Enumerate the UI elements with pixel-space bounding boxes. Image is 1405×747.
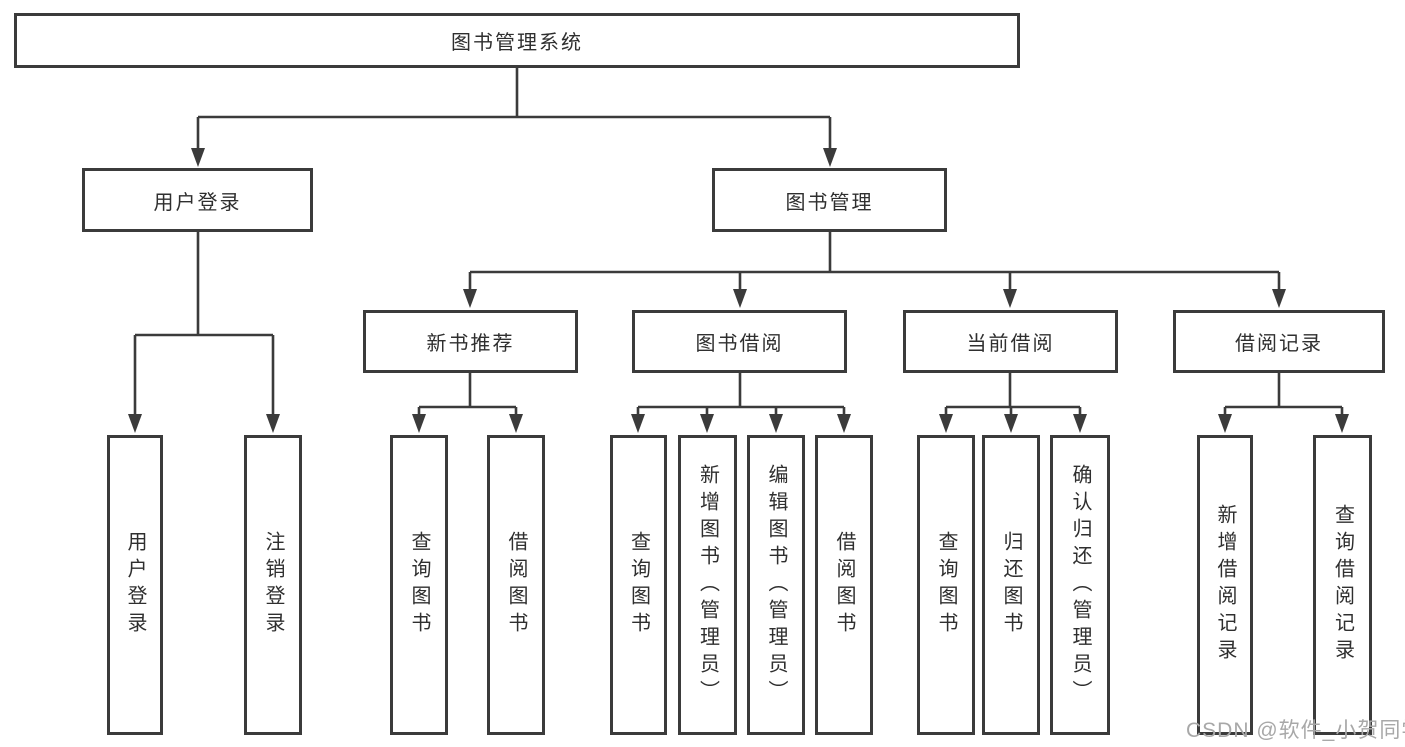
leaf-br-query-record: 查询借阅记录 (1313, 435, 1372, 735)
node-new-book-recommend-label: 新书推荐 (426, 333, 515, 355)
arrowhead-icon (1073, 414, 1087, 433)
leaf-bb-borrow-books-label: 借阅图书 (833, 531, 855, 639)
leaf-cb-confirm-return-admin: 确认归还（管理员） (1050, 435, 1110, 735)
node-borrow-records-label: 借阅记录 (1235, 333, 1323, 355)
leaf-br-add-record: 新增借阅记录 (1197, 435, 1253, 735)
connector (419, 371, 516, 409)
node-root-label: 图书管理系统 (451, 32, 583, 54)
leaf-br-add-record-label: 新增借阅记录 (1214, 504, 1236, 666)
connector (470, 230, 1279, 274)
arrowhead-icon (191, 148, 205, 167)
arrowhead-icon (266, 414, 280, 433)
arrowhead-icon (1218, 414, 1232, 433)
arrowhead-icon (412, 414, 426, 433)
connector (1225, 371, 1342, 409)
arrowhead-icon (631, 414, 645, 433)
leaf-cb-return-books-label: 归还图书 (1000, 531, 1022, 639)
node-book-management-label: 图书管理 (785, 191, 874, 214)
node-book-management: 图书管理 (712, 168, 947, 232)
node-book-borrow: 图书借阅 (632, 310, 847, 373)
leaf-nb-query-books: 查询图书 (390, 435, 448, 735)
node-current-borrow: 当前借阅 (903, 310, 1118, 373)
csdn-watermark: CSDN @软件_小贺同学 (1186, 719, 1405, 742)
leaf-logout-label: 注销登录 (262, 531, 284, 639)
arrowhead-icon (1003, 289, 1017, 308)
leaf-cb-return-books: 归还图书 (982, 435, 1040, 735)
node-new-book-recommend: 新书推荐 (363, 310, 578, 373)
leaf-cb-query-books-label: 查询图书 (935, 531, 957, 639)
arrowhead-icon (769, 414, 783, 433)
arrowhead-icon (1004, 414, 1018, 433)
connector (946, 371, 1080, 409)
arrowhead-icon (1335, 414, 1349, 433)
leaf-bb-query-books-label: 查询图书 (627, 531, 650, 639)
arrowhead-icon (733, 289, 747, 308)
node-book-borrow-label: 图书借阅 (695, 333, 784, 355)
node-root: 图书管理系统 (14, 13, 1020, 68)
leaf-nb-borrow-books-label: 借阅图书 (505, 531, 527, 639)
leaf-cb-confirm-return-admin-label: 确认归还（管理员） (1069, 463, 1091, 707)
leaf-logout: 注销登录 (244, 435, 302, 735)
arrowhead-icon (823, 148, 837, 167)
leaf-br-query-record-label: 查询借阅记录 (1331, 504, 1354, 666)
leaf-user-login-label: 用户登录 (124, 531, 146, 639)
leaf-bb-edit-books-admin: 编辑图书（管理员） (747, 435, 805, 735)
leaf-bb-borrow-books: 借阅图书 (815, 435, 873, 735)
arrowhead-icon (509, 414, 523, 433)
node-borrow-records: 借阅记录 (1173, 310, 1385, 373)
leaf-user-login: 用户登录 (107, 435, 163, 735)
arrowhead-icon (1272, 289, 1286, 308)
connector (135, 230, 273, 337)
arrowhead-icon (463, 289, 477, 308)
leaf-cb-query-books: 查询图书 (917, 435, 975, 735)
leaf-bb-query-books: 查询图书 (610, 435, 667, 735)
node-user-login: 用户登录 (82, 168, 313, 232)
leaf-nb-borrow-books: 借阅图书 (487, 435, 545, 735)
arrowhead-icon (700, 414, 714, 433)
node-current-borrow-label: 当前借阅 (966, 333, 1055, 355)
arrowhead-icon (128, 414, 142, 433)
leaf-nb-query-books-label: 查询图书 (408, 531, 430, 639)
leaf-bb-add-books-admin: 新增图书（管理员） (678, 435, 737, 735)
arrowhead-icon (939, 414, 953, 433)
node-user-login-label: 用户登录 (153, 191, 242, 214)
leaf-bb-edit-books-admin-label: 编辑图书（管理员） (765, 463, 787, 707)
leaf-bb-add-books-admin-label: 新增图书（管理员） (696, 463, 719, 707)
arrowhead-icon (837, 414, 851, 433)
connector (198, 66, 830, 119)
connector (638, 371, 844, 409)
